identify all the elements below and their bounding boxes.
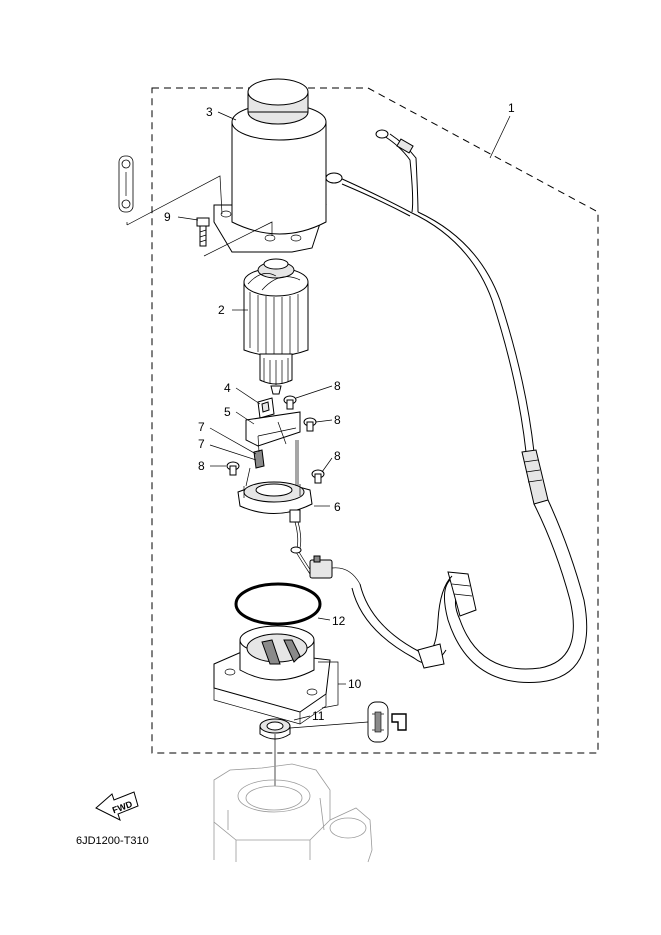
cable-harness xyxy=(325,129,588,683)
install-symbol xyxy=(289,701,407,743)
screw-8c xyxy=(226,461,240,476)
callout-4: 4 xyxy=(224,381,231,395)
callout-5: 5 xyxy=(224,405,231,419)
callout-7b: 7 xyxy=(198,437,205,451)
cover-lead-wire xyxy=(290,521,361,585)
callout-12: 12 xyxy=(332,614,346,628)
bearing xyxy=(259,718,291,740)
callout-8b: 8 xyxy=(334,413,341,427)
armature xyxy=(243,258,309,395)
starter-bracket xyxy=(213,625,331,725)
callout-3: 3 xyxy=(206,105,213,119)
callout-7a: 7 xyxy=(198,420,205,434)
starter-yoke xyxy=(213,78,327,253)
leader-lines xyxy=(177,111,511,721)
yoke-bolt xyxy=(196,217,210,247)
callout-2: 2 xyxy=(218,303,225,317)
sealant-symbol xyxy=(118,155,134,213)
screw-8b xyxy=(303,417,317,432)
callout-11: 11 xyxy=(312,709,325,723)
end-cover xyxy=(237,440,313,523)
engine-block-outline xyxy=(213,763,373,863)
callout-8d: 8 xyxy=(334,449,341,463)
callout-6: 6 xyxy=(334,500,341,514)
drawing-code: 6JD1200-T310 xyxy=(76,835,149,847)
callout-10: 10 xyxy=(348,677,362,691)
screw-8a xyxy=(283,395,297,410)
callout-8c: 8 xyxy=(198,459,205,473)
screw-8d xyxy=(311,469,325,484)
brush-holder xyxy=(245,397,301,487)
assembly-boundary xyxy=(151,87,599,754)
o-ring xyxy=(234,582,322,626)
callout-8a: 8 xyxy=(334,379,341,393)
fwd-arrow-icon xyxy=(95,791,139,821)
callout-9: 9 xyxy=(164,210,171,224)
callout-1: 1 xyxy=(508,101,515,115)
